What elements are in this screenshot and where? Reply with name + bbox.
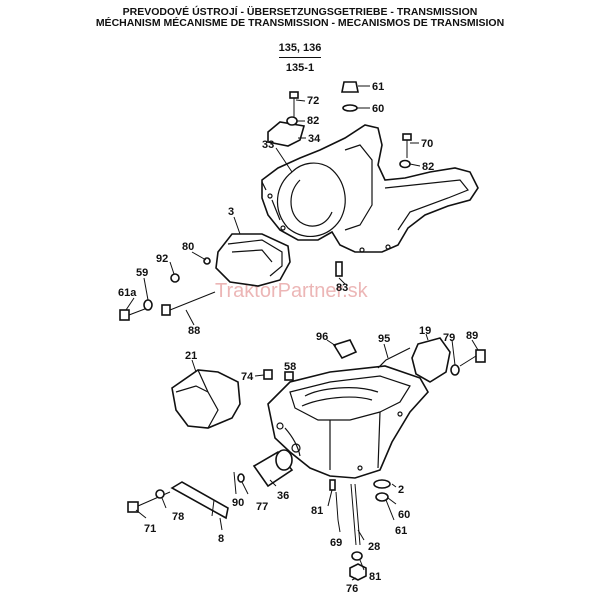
callout-3: 3 (228, 206, 234, 218)
model-divider (279, 57, 321, 58)
callout-60-top: 60 (372, 103, 384, 115)
callout-80: 80 (182, 241, 194, 253)
part-78-washer (155, 489, 165, 499)
callout-72: 72 (307, 95, 319, 107)
part-33-housing (261, 124, 479, 253)
part-70-bolt (402, 133, 412, 158)
part-gearbox-housing (267, 365, 429, 479)
callout-28: 28 (368, 541, 380, 553)
part-3-cover (215, 233, 291, 287)
callout-82-top: 82 (307, 115, 319, 127)
callout-81-mid: 81 (311, 505, 323, 517)
callout-71: 71 (144, 523, 156, 535)
part-74-screw (263, 369, 273, 380)
part-81-washer (351, 551, 363, 561)
callout-61-top: 61 (372, 81, 384, 93)
callout-79: 79 (443, 332, 455, 344)
callout-59: 59 (136, 267, 148, 279)
part-82-washer-right (399, 159, 411, 169)
callout-21: 21 (185, 350, 197, 362)
part-88-bolt (161, 291, 216, 316)
part-81-pin (329, 479, 336, 491)
callout-83: 83 (336, 282, 348, 294)
part-76-nut (349, 563, 367, 581)
header-title-line-1: PREVODOVÉ ÚSTROJÍ - ÜBERSETZUNGSGETRIEBE… (122, 6, 478, 18)
callout-36: 36 (277, 490, 289, 502)
callout-88: 88 (188, 325, 200, 337)
part-92-washer (170, 273, 180, 283)
callout-33: 33 (262, 139, 274, 151)
part-95-spring (377, 347, 411, 369)
callout-61-bottom: 61 (395, 525, 407, 537)
part-69-pin (335, 491, 339, 521)
callout-19: 19 (419, 325, 431, 337)
part-90-pin (233, 471, 237, 495)
part-59-washer (143, 299, 153, 311)
callout-90: 90 (232, 497, 244, 509)
callout-77: 77 (256, 501, 268, 513)
callout-74: 74 (241, 371, 254, 383)
part-34-plate (267, 121, 306, 147)
callout-81-bottom: 81 (369, 571, 381, 583)
callout-78: 78 (172, 511, 184, 523)
part-58-washer (284, 371, 294, 381)
variant-number: 135-1 (285, 62, 315, 74)
part-19-cover-plate (411, 337, 451, 383)
callout-70: 70 (421, 138, 433, 150)
part-89-bolt (459, 349, 486, 367)
part-8-linkage (170, 481, 229, 520)
callout-96: 96 (316, 331, 328, 343)
callout-2: 2 (398, 484, 404, 496)
part-96-fork (332, 339, 358, 360)
callout-82-right: 82 (422, 161, 434, 173)
callout-labels: 72 82 34 33 61 60 70 82 3 80 92 59 61a 8… (118, 81, 478, 595)
callout-95: 95 (378, 333, 390, 345)
part-36-sleeve (252, 449, 294, 488)
part-21-guard (171, 369, 241, 429)
part-83-pin (335, 261, 343, 277)
part-60-washer (342, 104, 358, 112)
callout-89: 89 (466, 330, 478, 342)
part-61-plug-lower (375, 492, 389, 502)
header-title-line-2: MÉCHANISM MÉCANISME DE TRANSMISSION - ME… (95, 17, 505, 29)
callout-60-bottom: 60 (398, 509, 410, 521)
part-61-plug (341, 81, 359, 93)
callout-76: 76 (346, 583, 358, 595)
callout-92: 92 (156, 253, 168, 265)
part-82-washer (286, 116, 298, 126)
part-72-bolt (289, 91, 299, 118)
callout-58: 58 (284, 361, 296, 373)
callout-8: 8 (218, 533, 224, 545)
callout-69: 69 (330, 537, 342, 549)
leader-lines (125, 85, 479, 581)
callout-34: 34 (308, 133, 321, 145)
part-28-shaft (350, 483, 361, 546)
model-number: 135, 136 (278, 42, 322, 54)
part-79-washer (450, 364, 460, 376)
part-77-ring (237, 473, 245, 483)
part-2-plug (373, 479, 391, 489)
callout-61a: 61a (118, 287, 137, 299)
